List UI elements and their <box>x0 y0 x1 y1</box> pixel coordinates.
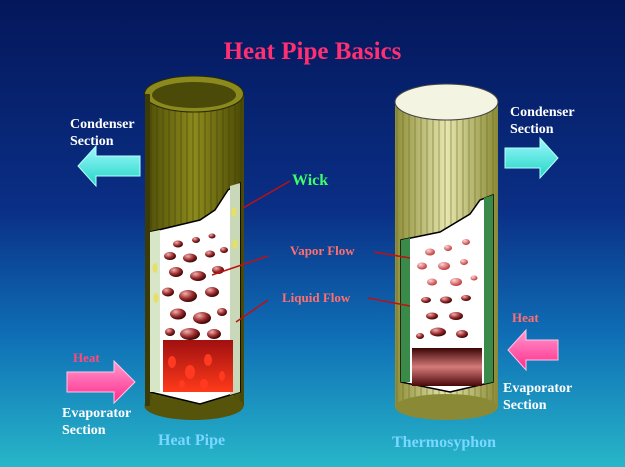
heat-pipe-evaporator-label: Evaporator Section <box>62 406 132 438</box>
thermosyphon-condenser-arrow <box>504 136 559 180</box>
wick-label: Wick <box>292 172 329 189</box>
page-title: Heat Pipe Basics <box>223 38 402 65</box>
thermosyphon-evaporator-label: Evaporator Section <box>503 381 573 413</box>
wick-drops <box>152 207 238 303</box>
callout-lines <box>211 180 411 323</box>
heat-pipe-caption: Heat Pipe <box>158 432 226 449</box>
heat-pipe-condenser-label: Condenser Section <box>70 117 135 149</box>
thermosyphon-vapor-bubbles <box>417 239 478 286</box>
heat-pipe-heat-label: Heat <box>73 350 100 365</box>
boiling-bubbles <box>168 354 225 389</box>
vapor-flow-label: Vapor Flow <box>290 243 355 258</box>
heat-pipe-cutaway <box>149 181 241 405</box>
thermosyphon-cutaway <box>400 193 494 393</box>
heat-pipe-heat-arrow <box>66 359 136 405</box>
liquid-flow-label: Liquid Flow <box>282 290 351 305</box>
thermosyphon-condenser-label: Condenser Section <box>510 105 575 137</box>
thermosyphon-liquid-bubbles <box>416 295 471 339</box>
thermosyphon-heat-label: Heat <box>512 310 539 325</box>
thermosyphon-caption: Thermosyphon <box>392 434 497 451</box>
thermosyphon-heat-arrow <box>507 328 559 372</box>
heat-pipe-condenser-arrow <box>77 144 141 188</box>
